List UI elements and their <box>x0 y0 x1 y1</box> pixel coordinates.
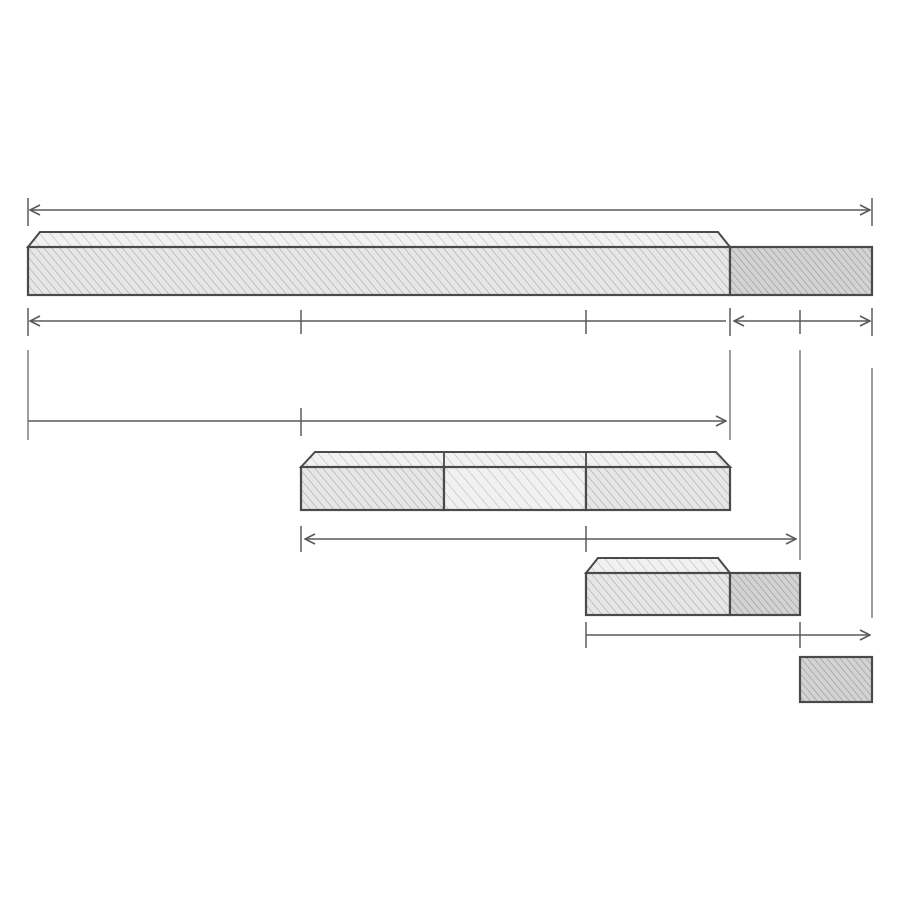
quotient-block-1 <box>299 465 446 512</box>
quotient-blocks-top-face <box>298 451 733 468</box>
dividend-bar-top-face <box>25 231 733 248</box>
total-length-dimension <box>27 198 873 226</box>
step-3-arrow <box>300 526 796 552</box>
step-3-block <box>584 571 732 617</box>
dividend-bar <box>25 231 874 297</box>
final-block <box>798 655 874 704</box>
segment-dimension <box>27 308 873 336</box>
quotient-block-3 <box>584 465 732 512</box>
step-3-remainder <box>728 571 802 617</box>
guide-lines <box>27 350 873 618</box>
dividend-bar-front-face <box>26 245 732 297</box>
quotient-blocks <box>298 451 733 512</box>
remainder-block <box>728 245 874 297</box>
step-2-arrow <box>28 408 726 436</box>
step-3-blocks <box>583 557 802 617</box>
step-4-arrow <box>585 622 870 648</box>
final-remainder-block <box>798 655 874 704</box>
step-3-block-top-face <box>583 557 733 574</box>
quotient-block-2 <box>442 465 588 512</box>
